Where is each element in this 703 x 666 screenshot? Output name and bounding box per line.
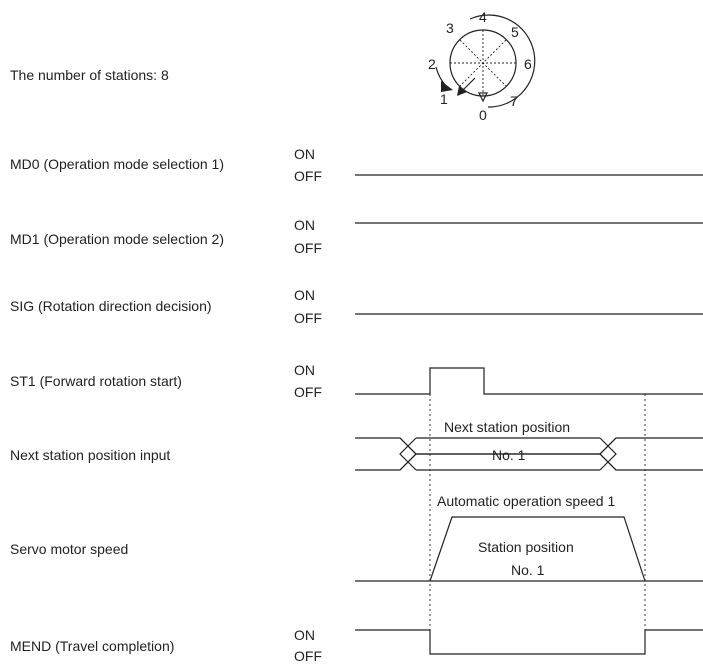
md1-on-label: ON (294, 217, 315, 233)
mend-on-label: ON (294, 627, 315, 643)
dial-number-5: 5 (511, 24, 519, 40)
dial-outer-arc (469, 14, 536, 108)
sig-on-label: ON (294, 287, 315, 303)
mend-waveform (355, 629, 703, 655)
mend-off-label: OFF (294, 648, 322, 664)
mend-label: MEND (Travel completion) (10, 638, 175, 654)
dial-number-3: 3 (446, 20, 454, 36)
station-position-label: Station position (478, 539, 574, 555)
md1-off-label: OFF (294, 240, 322, 256)
next-station-value: No. 1 (492, 447, 526, 463)
md1-label: MD1 (Operation mode selection 2) (10, 231, 224, 247)
dial-number-2: 2 (428, 56, 436, 72)
md0-label: MD0 (Operation mode selection 1) (10, 156, 224, 172)
dial-number-7: 7 (510, 93, 518, 109)
station-position-no: No. 1 (511, 562, 545, 578)
station-dial (435, 14, 536, 108)
station-count-label: The number of stations: 8 (10, 67, 169, 83)
next-station-title: Next station position (444, 419, 571, 435)
dial-spokes (450, 30, 516, 96)
sig-off-label: OFF (294, 310, 322, 326)
dial-pointer-line (461, 77, 476, 92)
md0-off-label: OFF (294, 168, 322, 184)
st1-on-label: ON (294, 362, 315, 378)
dial-rotation-arrowhead (441, 81, 453, 92)
dial-number-6: 6 (524, 56, 532, 72)
dial-pointer-arrowhead (457, 86, 467, 96)
next-station-label: Next station position input (10, 447, 171, 463)
md0-on-label: ON (294, 146, 315, 162)
dial-number-0: 0 (479, 107, 487, 123)
sig-label: SIG (Rotation direction decision) (10, 298, 212, 314)
st1-waveform (355, 367, 703, 395)
st1-off-label: OFF (294, 384, 322, 400)
timing-reference-lines (429, 394, 646, 630)
auto-speed-label: Automatic operation speed 1 (437, 493, 616, 509)
dial-number-4: 4 (479, 9, 487, 25)
st1-label: ST1 (Forward rotation start) (10, 373, 182, 389)
next-station-bus (355, 437, 703, 471)
servo-speed-label: Servo motor speed (10, 541, 129, 557)
dial-position-marker (478, 92, 488, 103)
dial-number-1: 1 (440, 91, 448, 107)
